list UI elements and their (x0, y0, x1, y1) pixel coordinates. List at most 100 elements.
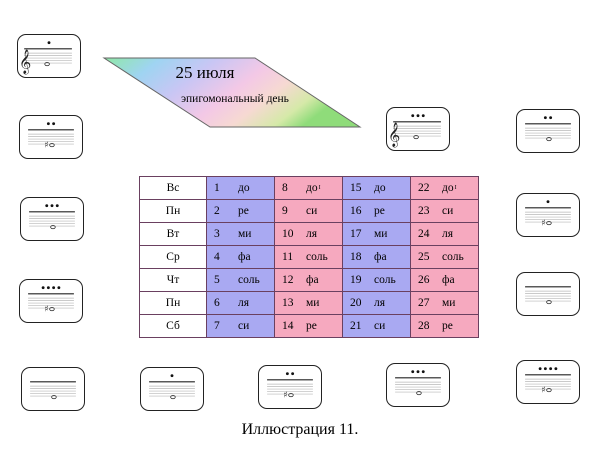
sharp-icon: ♯ (44, 141, 48, 151)
octave-dot (57, 286, 61, 290)
weekday-label: Чт (139, 268, 207, 292)
banner-title: 25 июля (175, 63, 235, 82)
octave-dot (546, 200, 550, 204)
day-number: 12 (282, 274, 294, 286)
note-head (413, 135, 419, 140)
calendar-cell: 2 ре (206, 199, 275, 223)
note-head (546, 137, 552, 142)
note-name: ре (442, 320, 453, 332)
octave-dot (46, 286, 50, 290)
day-number: 25 (418, 251, 430, 263)
calendar-cell: 5 соль (206, 268, 275, 292)
note-name: ре (306, 320, 317, 332)
card-3dot-bottom (386, 363, 450, 407)
note-head (49, 307, 55, 312)
octave-dot (50, 204, 54, 208)
day-number: 4 (214, 251, 220, 263)
note-name: си (306, 205, 318, 217)
day-number: 10 (282, 228, 294, 240)
note-name: ми (238, 228, 252, 240)
octave-dot (291, 372, 295, 376)
day-number: 6 (214, 297, 220, 309)
octave-dot (421, 114, 425, 118)
octave-dot (52, 286, 56, 290)
sharp-icon: ♯ (283, 391, 287, 401)
day-number: 5 (214, 274, 220, 286)
day-number: 27 (418, 297, 430, 309)
octave-dot (55, 204, 59, 208)
day-number: 1 (214, 182, 220, 194)
octave-dot (45, 204, 49, 208)
note-name: ми (306, 297, 320, 309)
note-name: до (306, 182, 318, 194)
card-sharp-2dot: ♯ (19, 115, 83, 159)
note-head (44, 62, 50, 67)
note-head (546, 221, 552, 226)
day-number: 15 (350, 182, 362, 194)
sharp-icon: ♯ (541, 219, 545, 229)
calendar-cell: 14 ре (274, 314, 343, 338)
day-number: 26 (418, 274, 430, 286)
octave-dot (170, 374, 174, 378)
card-2dot-right (516, 109, 580, 153)
staff-drawing (149, 374, 195, 400)
day-number: 3 (214, 228, 220, 240)
card-treble-1dot: 𝄞 (17, 34, 81, 78)
note-name: си (442, 205, 454, 217)
octave-dot (416, 370, 420, 374)
note-name: ля (442, 228, 454, 240)
card-sharp-1dot-right: ♯ (516, 193, 580, 237)
octave-mark: I (454, 185, 457, 191)
sharp-icon: ♯ (44, 305, 48, 315)
card-1dot-bottom (140, 367, 204, 411)
note-head (51, 395, 57, 400)
note-name: до (442, 182, 454, 194)
note-name: фа (306, 274, 319, 286)
note-name: ля (374, 297, 386, 309)
note-name: си (238, 320, 250, 332)
day-number: 23 (418, 205, 430, 217)
octave-dot (411, 114, 415, 118)
day-number: 14 (282, 320, 294, 332)
note-name: до (238, 182, 250, 194)
note-head (416, 391, 422, 396)
treble-clef-icon: 𝄞 (19, 49, 31, 74)
weekday-label: Ср (139, 245, 207, 269)
staff-drawing (29, 204, 75, 230)
day-number: 9 (282, 205, 288, 217)
card-sharp-4dot: ♯ (19, 279, 83, 323)
calendar-cell: 4 фа (206, 245, 275, 269)
staff-drawing (525, 116, 571, 142)
card-sharp-2dot-bottom: ♯ (258, 365, 322, 409)
note-head (49, 143, 55, 148)
note-name: фа (238, 251, 251, 263)
staff-drawing: ♯ (28, 122, 74, 151)
note-head (170, 395, 176, 400)
weekday-label: Пн (139, 199, 207, 223)
note-head (288, 393, 294, 398)
staff-drawing: 𝄞 (19, 41, 72, 74)
day-number: 2 (214, 205, 220, 217)
day-number: 11 (282, 251, 294, 263)
note-name: ре (238, 205, 249, 217)
note-name: ре (374, 205, 385, 217)
note-name: соль (238, 274, 260, 286)
weekday-label: Вс (139, 176, 207, 200)
staff-drawing: ♯ (525, 367, 571, 396)
note-name: фа (374, 251, 387, 263)
calendar-cell: 9 си (274, 199, 343, 223)
